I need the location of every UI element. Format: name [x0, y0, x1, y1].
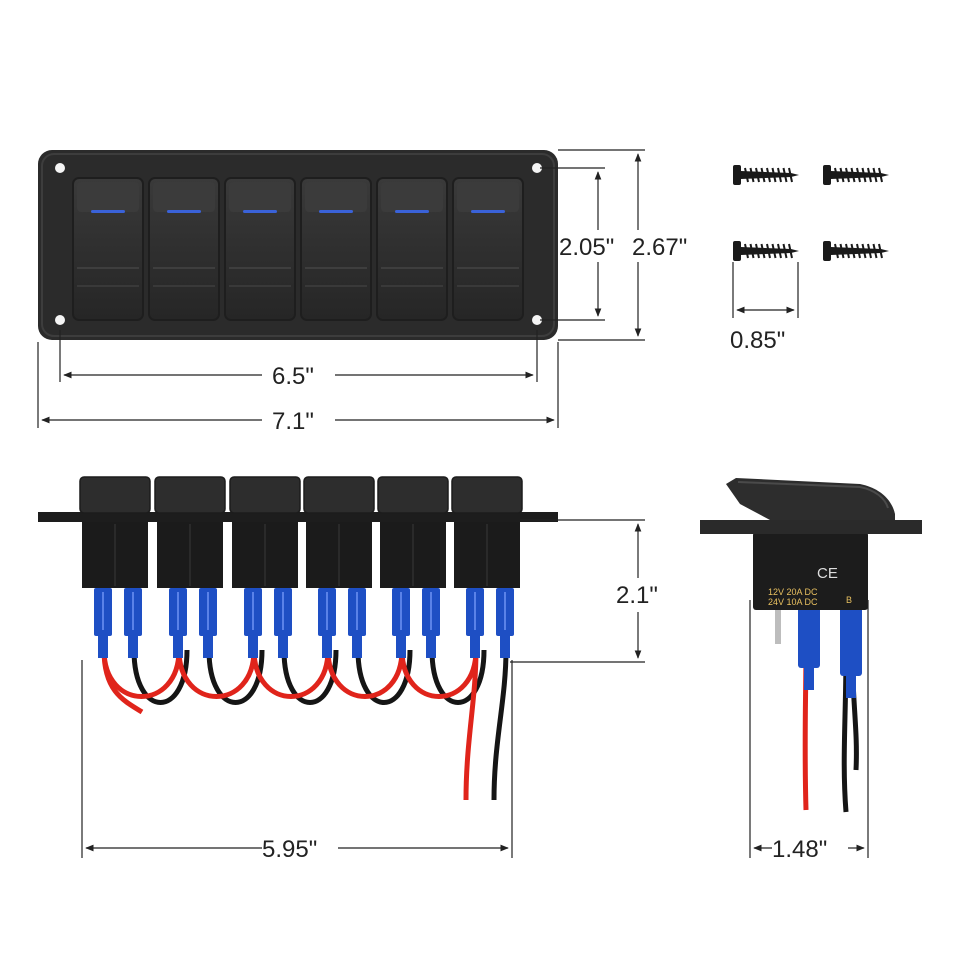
- rating-mark: B: [846, 595, 852, 605]
- rocker-switch-1[interactable]: [72, 177, 144, 321]
- dim-outer-height: 2.67": [632, 234, 687, 261]
- screw: [733, 241, 799, 261]
- blue-connector: [94, 588, 112, 658]
- blue-connector: [466, 588, 484, 658]
- rocker-switch-6[interactable]: [452, 177, 524, 321]
- blue-connector: [318, 588, 336, 658]
- blue-connector: [244, 588, 262, 658]
- side-rocker: [726, 478, 895, 520]
- side-connector: [840, 606, 862, 676]
- side-flange: [700, 520, 922, 534]
- blue-connector: [274, 588, 292, 658]
- blue-connector: [422, 588, 440, 658]
- dimension-lines-rear: [81, 519, 645, 858]
- screw: [823, 241, 889, 261]
- blue-connector: [169, 588, 187, 658]
- dimension-lines-screw: [732, 262, 799, 318]
- dimension-lines-side: [749, 600, 869, 858]
- mount-hole: [532, 163, 542, 173]
- rear-switch-4: [303, 476, 375, 658]
- ce-mark: CE: [817, 565, 838, 582]
- mount-hole: [55, 315, 65, 325]
- blue-connector: [199, 588, 217, 658]
- screw: [823, 165, 889, 185]
- screws-group: [733, 165, 889, 261]
- rating-line-2: 24V 10A DC: [768, 597, 818, 607]
- switch-body: [753, 532, 868, 610]
- rear-switch-1: [79, 476, 151, 658]
- dim-depth: 2.1": [616, 582, 658, 609]
- rear-switch-6: [451, 476, 523, 658]
- rocker-switch-4[interactable]: [300, 177, 372, 321]
- rocker-switch-3[interactable]: [224, 177, 296, 321]
- blue-connector: [496, 588, 514, 658]
- rear-switch-5: [377, 476, 449, 658]
- mount-hole: [55, 163, 65, 173]
- side-connector: [798, 606, 820, 668]
- panel-edge: [38, 512, 558, 522]
- dim-screw-length: 0.85": [730, 327, 785, 354]
- rear-switch-3: [229, 476, 301, 658]
- side-view-switch: CE 12V 20A DC 24V 10A DC B: [700, 478, 922, 813]
- dimension-lines-front: [37, 149, 645, 428]
- led-indicator: [91, 210, 125, 213]
- rocker-switch-5[interactable]: [376, 177, 448, 321]
- screw: [733, 165, 799, 185]
- rating-line-1: 12V 20A DC: [768, 587, 818, 597]
- dim-hole-spacing: 6.5": [272, 363, 314, 390]
- blue-connector: [392, 588, 410, 658]
- led-indicator: [167, 210, 201, 213]
- blue-connector: [348, 588, 366, 658]
- dim-rear-width: 5.95": [262, 836, 317, 863]
- dim-inner-height: 2.05": [559, 234, 614, 261]
- blue-connector: [124, 588, 142, 658]
- dim-overall-width: 7.1": [272, 408, 314, 435]
- front-panel-view: [38, 150, 558, 340]
- rocker-switch-2[interactable]: [148, 177, 220, 321]
- led-indicator: [319, 210, 353, 213]
- led-indicator: [395, 210, 429, 213]
- led-indicator: [471, 210, 505, 213]
- rear-view: [38, 476, 558, 801]
- led-indicator: [243, 210, 277, 213]
- rear-switch-2: [154, 476, 226, 658]
- mount-hole: [532, 315, 542, 325]
- dim-side-width: 1.48": [772, 836, 827, 863]
